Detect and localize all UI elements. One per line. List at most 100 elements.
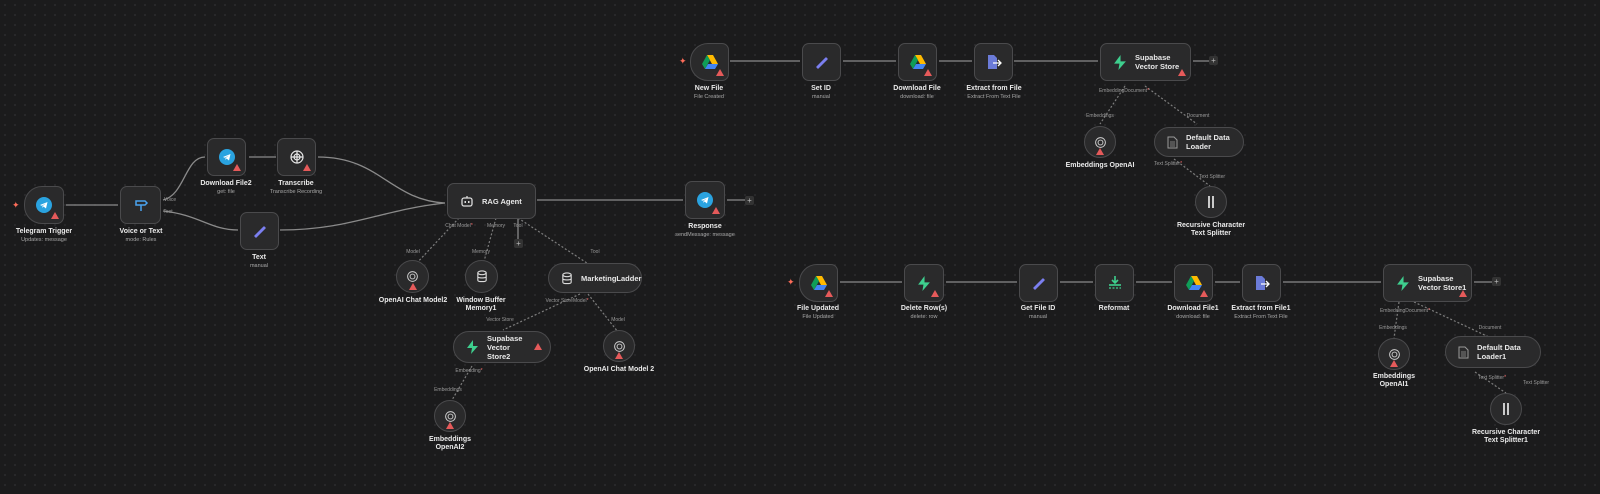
splitter-icon: [1502, 403, 1510, 415]
warning-icon: [233, 164, 241, 171]
add-node-button[interactable]: +: [1209, 56, 1218, 65]
node-subtitle: sendMessage: message: [675, 232, 735, 238]
telegram-icon: [218, 149, 235, 165]
add-node-button[interactable]: +: [1492, 277, 1501, 286]
node-title: Text: [252, 254, 266, 261]
pencil-icon: [1031, 275, 1047, 291]
warning-icon: [924, 69, 932, 76]
node-openai-chat-model2[interactable]: [396, 260, 429, 293]
port-label: Document: [1186, 113, 1210, 119]
node-subtitle: get: file: [217, 189, 235, 195]
warning-icon: [615, 352, 623, 359]
node-text[interactable]: [240, 212, 279, 250]
node-title: Download File1: [1167, 305, 1219, 312]
node-telegram-trigger[interactable]: [24, 186, 64, 224]
warning-icon: [303, 164, 311, 171]
node-default-data-loader[interactable]: Default Data Loader: [1154, 127, 1244, 157]
node-subtitle: delete: row: [910, 314, 938, 320]
node-title: Default Data Loader1: [1477, 343, 1521, 361]
trigger-bolt-icon: ✦: [787, 277, 795, 287]
node-title: Default Data Loader: [1186, 133, 1230, 151]
supabase-icon: [466, 340, 479, 354]
node-response[interactable]: [685, 181, 725, 219]
warning-icon: [51, 212, 59, 219]
node-openai-chat-model-2[interactable]: [603, 330, 635, 362]
node-title: Extract from File: [966, 85, 1022, 92]
node-embeddings-openai1[interactable]: [1378, 338, 1410, 370]
node-default-data-loader1[interactable]: Default Data Loader1: [1445, 336, 1541, 368]
add-tool-button[interactable]: +: [514, 239, 523, 248]
warning-icon: [1390, 360, 1398, 367]
warning-icon: [825, 290, 833, 297]
trigger-bolt-icon: ✦: [679, 56, 687, 66]
node-embeddings-openai2[interactable]: [434, 400, 466, 432]
add-node-button[interactable]: +: [745, 196, 754, 205]
database-icon: [476, 270, 488, 283]
node-subtitle: Extract From Text File: [1234, 314, 1288, 320]
telegram-icon: [697, 192, 713, 208]
port-label: Model: [611, 317, 625, 323]
output-label-voice: Voice: [163, 197, 177, 203]
google-drive-icon: [1185, 276, 1202, 290]
port-label-text-splitter: Text Splitter*: [1153, 161, 1183, 167]
extract-icon: [986, 54, 1002, 70]
node-title: Extract from File1: [1231, 305, 1291, 312]
node-title: OpenAI Chat Model 2: [583, 366, 655, 373]
node-get-file-id[interactable]: [1019, 264, 1058, 302]
node-file-updated[interactable]: [799, 264, 838, 302]
node-supabase-vector-store1[interactable]: Supabase Vector Store1: [1383, 264, 1472, 302]
database-icon: [561, 271, 573, 285]
openai-icon: [613, 340, 626, 353]
port-label-embedding: Embedding*: [455, 368, 483, 374]
node-title: Supabase Vector Store2: [487, 333, 523, 361]
node-title: Voice or Text: [119, 228, 163, 235]
node-delete-rows[interactable]: [904, 264, 944, 302]
node-extract-from-file1[interactable]: [1242, 264, 1281, 302]
node-rag-agent[interactable]: RAG Agent: [447, 183, 536, 219]
node-title: Download File: [893, 85, 941, 92]
port-label-vector-store: Vector StoreModel*: [545, 298, 589, 304]
port-label: Vector Store: [486, 317, 514, 323]
node-window-buffer-memory[interactable]: [465, 260, 498, 293]
node-supabase-vector-store[interactable]: Supabase Vector Store: [1100, 43, 1191, 81]
output-label-text: Text: [163, 209, 173, 215]
node-supabase-vector-store2[interactable]: Supabase Vector Store2: [453, 331, 551, 363]
node-download-file2[interactable]: [207, 138, 246, 176]
node-title: Recursive Character Text Splitter: [1176, 222, 1246, 237]
node-title: Embeddings OpenAI: [1065, 162, 1135, 169]
node-title: Transcribe: [278, 180, 314, 187]
node-subtitle: download: file: [900, 94, 934, 100]
openai-icon: [289, 149, 305, 165]
warning-icon: [534, 343, 542, 350]
warning-icon: [1200, 290, 1208, 297]
node-download-file[interactable]: [898, 43, 937, 81]
node-embeddings-openai[interactable]: [1084, 126, 1116, 158]
document-icon: [1458, 346, 1469, 359]
port-label: Embeddings: [434, 387, 462, 393]
telegram-icon: [36, 197, 52, 213]
node-set-id[interactable]: [802, 43, 841, 81]
port-label-tool: Tool: [513, 223, 523, 229]
node-subtitle: File Created: [694, 94, 724, 100]
node-recursive-character-text-splitter[interactable]: [1195, 186, 1227, 218]
node-transcribe[interactable]: [277, 138, 316, 176]
node-recursive-character-text-splitter1[interactable]: [1490, 393, 1522, 425]
node-extract-from-file[interactable]: [974, 43, 1013, 81]
port-label: Embeddings: [1379, 325, 1407, 331]
port-label: Text Splitter: [1522, 380, 1550, 386]
warning-icon: [712, 207, 720, 214]
node-new-file[interactable]: [690, 43, 729, 81]
node-download-file1[interactable]: [1174, 264, 1213, 302]
node-voice-or-text[interactable]: [120, 186, 161, 224]
node-title: Window Buffer Memory1: [456, 297, 506, 312]
node-marketing-ladder[interactable]: MarketingLadder: [548, 263, 642, 293]
port-label: Text Splitter: [1198, 174, 1226, 180]
node-title: RAG Agent: [482, 196, 522, 206]
node-subtitle: download: file: [1176, 314, 1210, 320]
trigger-bolt-icon: ✦: [12, 200, 20, 210]
node-reformat[interactable]: [1095, 264, 1134, 302]
port-label: Document: [1478, 325, 1502, 331]
node-title: Telegram Trigger: [15, 228, 73, 235]
google-drive-icon: [909, 55, 926, 69]
